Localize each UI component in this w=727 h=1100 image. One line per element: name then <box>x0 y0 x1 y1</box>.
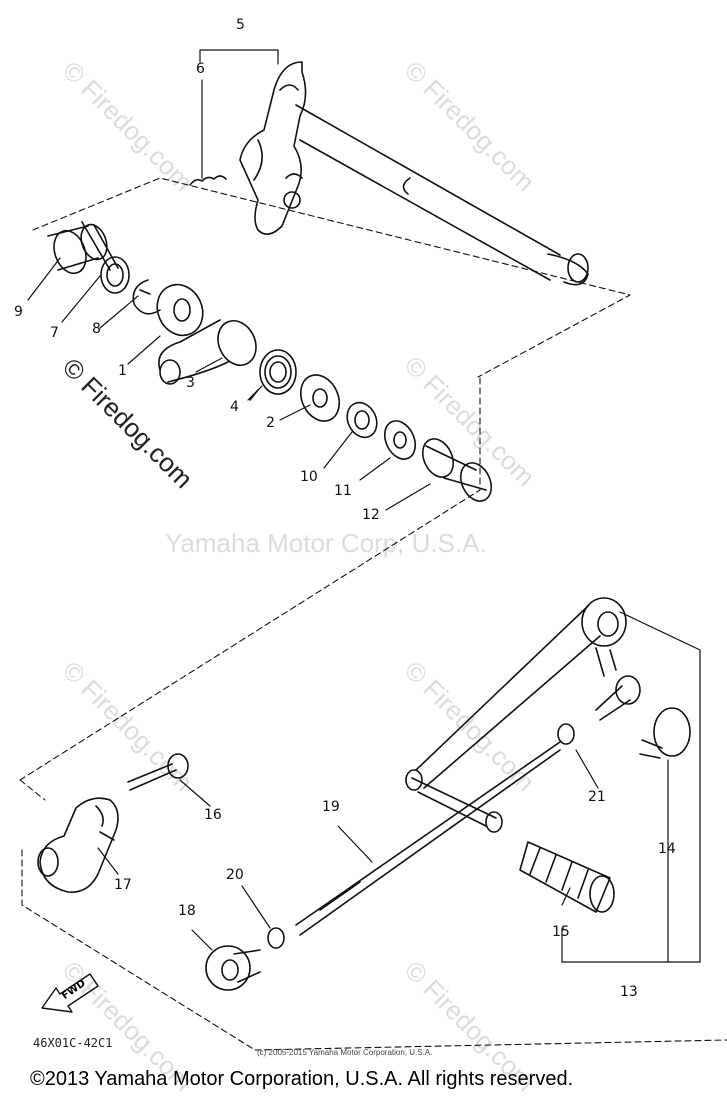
part-label-20: 20 <box>226 867 244 883</box>
part-label-2: 2 <box>266 415 275 431</box>
part-label-7: 7 <box>50 325 59 341</box>
fwd-arrow <box>41 973 99 1013</box>
part-label-11: 11 <box>334 483 352 499</box>
part-label-5: 5 <box>236 17 245 33</box>
part-label-8: 8 <box>92 321 101 337</box>
watermark-yamaha: Yamaha Motor Corp, U.S.A. <box>165 528 487 558</box>
pedal-rubber-15 <box>519 841 615 913</box>
part-label-18: 18 <box>178 903 196 919</box>
collar-10 <box>346 401 378 439</box>
washer-11 <box>383 420 417 460</box>
arm-3 <box>158 319 257 385</box>
part-label-17: 17 <box>114 877 132 893</box>
part-label-9: 9 <box>14 304 23 320</box>
joint-18 <box>205 945 261 991</box>
assembly-boundary-lines <box>19 177 727 1051</box>
washer-2 <box>299 374 341 422</box>
part-label-6: 6 <box>196 61 205 77</box>
spring-7 <box>81 221 130 294</box>
leader-lines-bottom <box>97 611 701 963</box>
collar-9 <box>47 223 108 275</box>
copyright-notice: ©2013 Yamaha Motor Corporation, U.S.A. A… <box>30 1068 574 1090</box>
fine-print-copyright: (c) 2005-2015 Yamaha Motor Corporation, … <box>257 1048 433 1057</box>
nut-21 <box>557 723 575 745</box>
part-label-14: 14 <box>658 841 676 857</box>
part-label-15: 15 <box>552 924 570 940</box>
circlip-8 <box>132 279 161 315</box>
shift-shaft-assembly <box>239 61 589 286</box>
spring-6 <box>189 175 227 186</box>
part-label-1: 1 <box>118 363 127 379</box>
part-label-13: 13 <box>620 984 638 1000</box>
collar-12 <box>421 438 493 502</box>
part-label-3: 3 <box>186 375 195 391</box>
part-label-19: 19 <box>322 799 340 815</box>
washer-1 <box>156 283 204 337</box>
shift-arm-17 <box>37 797 119 893</box>
shift-pedal-assembly <box>405 597 641 833</box>
bolt-16 <box>127 753 189 791</box>
boot-14 <box>639 707 691 759</box>
part-label-12: 12 <box>362 507 380 523</box>
part-label-16: 16 <box>204 807 222 823</box>
nut-20 <box>267 927 285 949</box>
part-label-4: 4 <box>230 399 239 415</box>
part-label-21: 21 <box>588 789 606 805</box>
part-label-10: 10 <box>300 469 318 485</box>
diagram-code: 46X01C-42C1 <box>33 1036 113 1050</box>
spring-4 <box>249 349 297 401</box>
shift-rod-19 <box>295 741 561 936</box>
leader-lines-top <box>27 49 431 511</box>
